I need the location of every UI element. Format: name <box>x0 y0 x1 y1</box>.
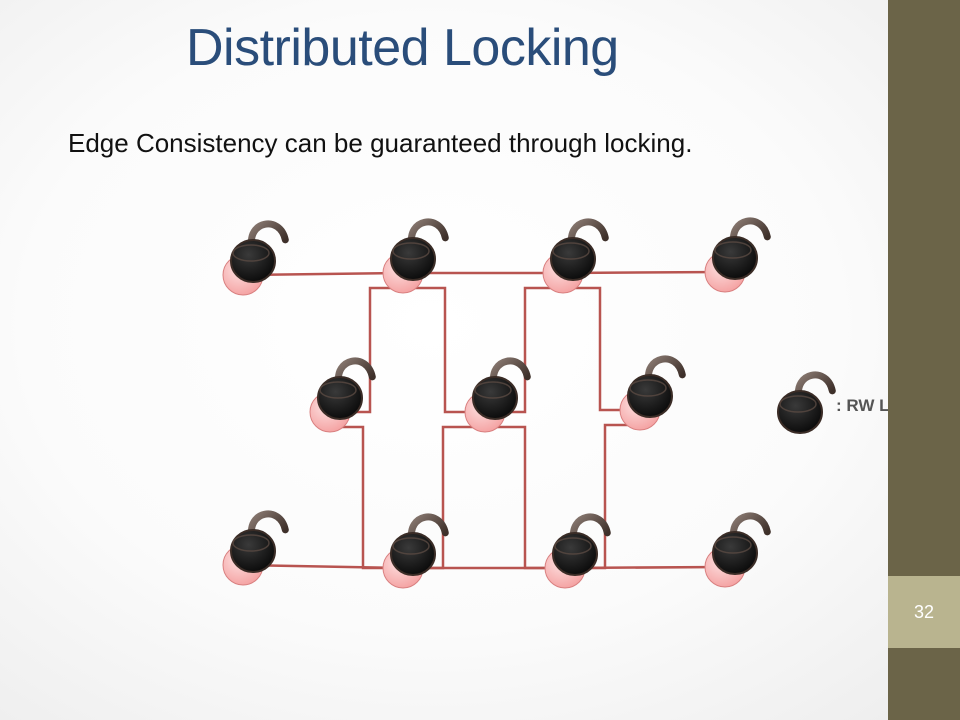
padlock-icon <box>627 355 686 418</box>
page-number-box: 32 <box>888 576 960 648</box>
legend-icon-layer <box>777 371 836 434</box>
padlock-icon <box>777 371 836 434</box>
slide-subtitle: Edge Consistency can be guaranteed throu… <box>68 128 693 158</box>
graph-node <box>222 510 289 586</box>
padlock-icon <box>390 513 449 576</box>
padlock-icon <box>390 218 449 281</box>
graph-node <box>544 513 611 589</box>
page-number: 32 <box>913 601 935 622</box>
padlock-icon <box>712 217 771 280</box>
graph-node <box>619 355 686 431</box>
graph-node <box>382 513 449 589</box>
padlock-icon <box>472 357 531 420</box>
padlock-icon <box>712 512 771 575</box>
graph-node <box>704 512 771 588</box>
padlock-icon <box>317 357 376 420</box>
graph-node <box>464 357 531 433</box>
graph-node <box>704 217 771 293</box>
padlock-icon <box>230 510 289 573</box>
graph-node <box>309 357 376 433</box>
padlock-icon <box>552 513 611 576</box>
graph-node <box>382 218 449 294</box>
slide-title: Distributed Locking <box>186 19 619 77</box>
graph-node <box>542 218 609 294</box>
graph-edge <box>485 425 565 570</box>
graph-node <box>222 220 289 296</box>
nodes-layer <box>222 217 771 589</box>
padlock-icon <box>550 218 609 281</box>
padlock-icon <box>230 220 289 283</box>
